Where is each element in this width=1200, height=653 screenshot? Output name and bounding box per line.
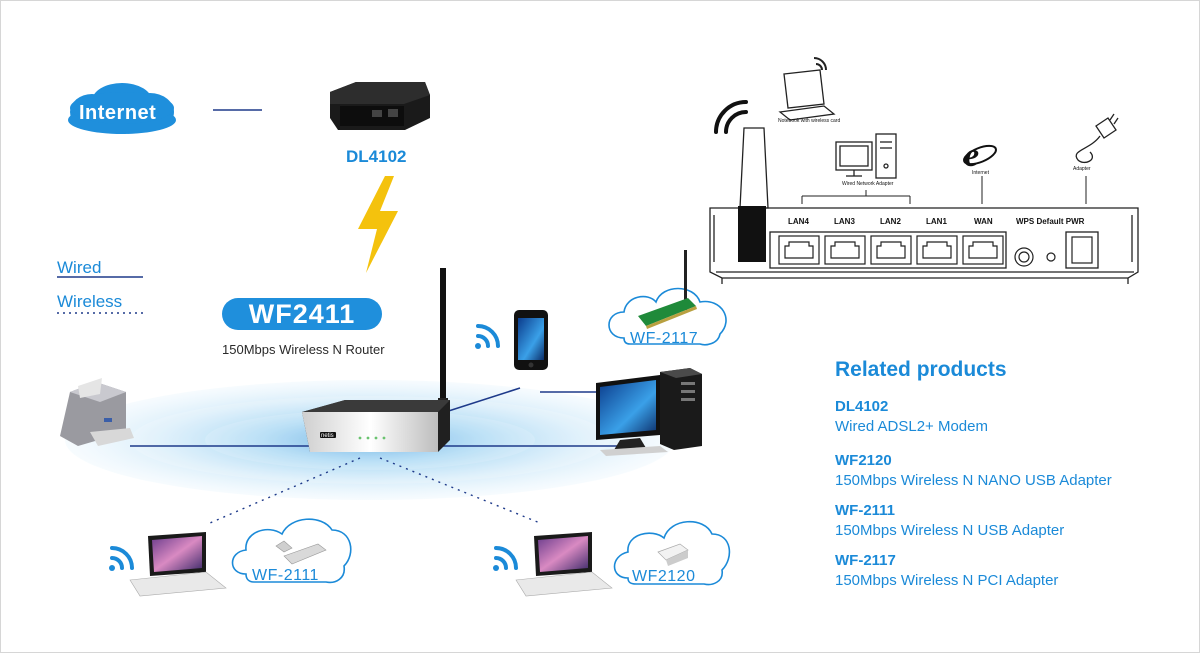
router-brand: netis bbox=[321, 433, 334, 439]
legend-wired: Wired bbox=[57, 258, 102, 277]
laptop-device-left bbox=[129, 532, 227, 597]
rear-port-lan4: LAN4 bbox=[788, 217, 809, 226]
printer-device bbox=[60, 378, 134, 446]
rear-port-lan3: LAN3 bbox=[834, 217, 855, 226]
rear-internet-icon: e bbox=[963, 137, 997, 174]
internet-cloud bbox=[68, 83, 176, 134]
usb-stick-device bbox=[275, 540, 327, 565]
router-subtitle: 150Mbps Wireless N Router bbox=[222, 342, 385, 357]
rear-antenna bbox=[738, 127, 769, 262]
related-model-dl4102: DL4102 bbox=[835, 398, 889, 415]
modem-device bbox=[330, 82, 430, 130]
rear-port-lan1: LAN1 bbox=[926, 217, 947, 226]
lightning-icon bbox=[358, 176, 398, 273]
wifi-icon-laptop-right bbox=[493, 546, 518, 571]
rear-ports bbox=[778, 235, 1093, 267]
laptop-device-right bbox=[515, 532, 613, 597]
related-desc-wf2120: 150Mbps Wireless N NANO USB Adapter bbox=[835, 472, 1112, 489]
modem-model-label: DL4102 bbox=[346, 147, 407, 166]
usb-adapter-cloud bbox=[231, 518, 352, 584]
rear-notebook-label: Notebook with wireless card bbox=[778, 118, 841, 124]
wifi-icon-laptop-left bbox=[109, 546, 134, 571]
related-desc-dl4102: Wired ADSL2+ Modem bbox=[835, 418, 988, 435]
rear-buttons-label: WPS Default PWR bbox=[1016, 217, 1085, 226]
desktop-pc-device bbox=[596, 368, 702, 456]
rear-wired-bracket bbox=[801, 176, 1087, 204]
rear-adapter-icon bbox=[1075, 113, 1119, 164]
wifi-icon-phone bbox=[475, 324, 500, 349]
rear-port-wan: WAN bbox=[974, 217, 993, 226]
related-desc-wf2117: 150Mbps Wireless N PCI Adapter bbox=[835, 572, 1059, 589]
usb-adapter-label: WF-2111 bbox=[252, 567, 319, 584]
router-device bbox=[302, 268, 450, 452]
wireless-links bbox=[209, 457, 541, 524]
rear-desktop-icon bbox=[835, 133, 897, 179]
pci-adapter-label: WF-2117 bbox=[630, 330, 699, 347]
internet-label: Internet bbox=[79, 102, 157, 124]
router-model-badge bbox=[222, 298, 382, 330]
rear-wired-adapter-label: Wired Network Adapter bbox=[842, 181, 894, 187]
rear-internet-label: Internet bbox=[972, 170, 989, 176]
pci-card-device bbox=[638, 250, 697, 329]
rear-wifi-icon bbox=[714, 100, 748, 134]
related-model-wf2117: WF-2117 bbox=[835, 552, 896, 569]
nano-adapter-label: WF2120 bbox=[632, 568, 696, 585]
legend-wireless: Wireless bbox=[57, 292, 123, 311]
related-model-wf2120: WF2120 bbox=[835, 452, 892, 469]
nano-usb-device bbox=[657, 543, 689, 566]
rear-port-lan2: LAN2 bbox=[880, 217, 901, 226]
related-products-heading: Related products bbox=[835, 358, 1007, 381]
phone-device bbox=[514, 310, 548, 370]
rear-adapter-label: Adapter bbox=[1073, 166, 1091, 172]
rear-panel-drawing bbox=[709, 207, 1139, 284]
related-desc-wf2111: 150Mbps Wireless N USB Adapter bbox=[835, 522, 1065, 539]
rear-notebook-icon bbox=[778, 57, 836, 121]
legend-lines bbox=[57, 276, 143, 314]
router-model-title: WF2411 bbox=[248, 299, 356, 329]
related-model-wf2111: WF-2111 bbox=[835, 502, 896, 519]
